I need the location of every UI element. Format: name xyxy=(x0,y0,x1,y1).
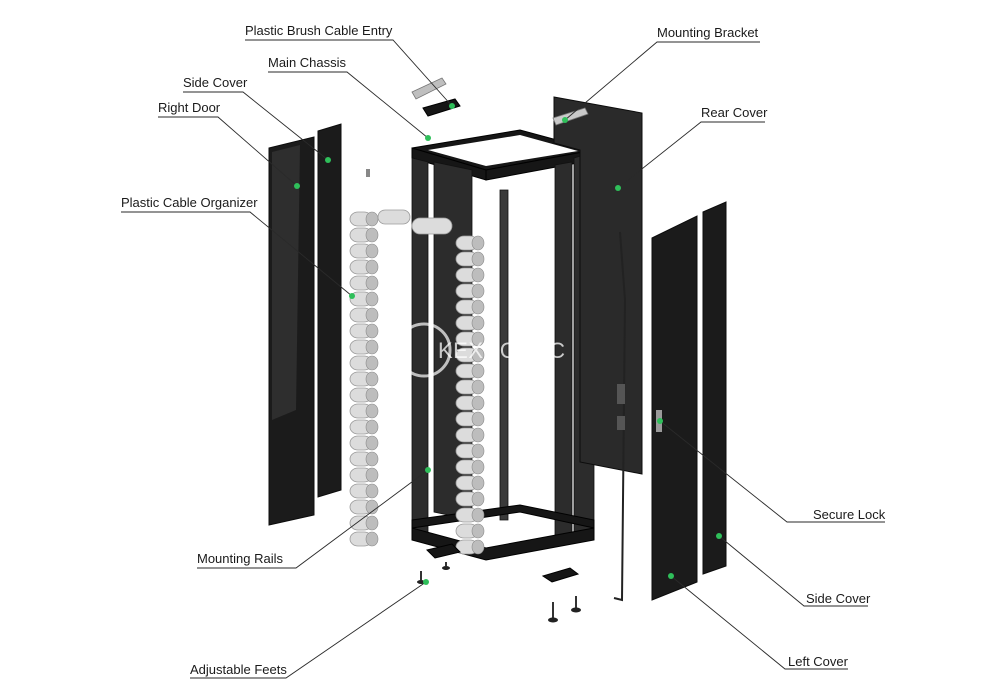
organizer-ring-lip xyxy=(471,539,485,555)
organizer-ring-lip xyxy=(471,395,485,411)
organizer-ring-lip xyxy=(471,411,485,427)
adjustable-feet xyxy=(417,562,581,623)
organizer-ring-lip xyxy=(365,243,379,259)
organizer-ring-lip xyxy=(365,483,379,499)
organizer-ring-lip xyxy=(471,235,485,251)
label-main-chassis: Main Chassis xyxy=(268,55,347,70)
label-plastic-brush-cable-entry: Plastic Brush Cable Entry xyxy=(245,23,393,38)
right-door-panel xyxy=(268,136,315,526)
organizer-ring-lip xyxy=(365,403,379,419)
organizer-ring-lip xyxy=(471,267,485,283)
organizer-ring-lip xyxy=(365,515,379,531)
callout-labels: Plastic Brush Cable Entry Main Chassis S… xyxy=(121,23,886,677)
organizer-ring-lip xyxy=(365,451,379,467)
organizer-ring-lip xyxy=(471,491,485,507)
left-cover-panel xyxy=(651,215,698,601)
label-side-cover-bottom: Side Cover xyxy=(806,591,871,606)
mounting-bracket-part xyxy=(552,107,589,126)
main-chassis-frame xyxy=(366,129,595,561)
organizer-ring-lip xyxy=(471,379,485,395)
organizer-ring-lip xyxy=(365,355,379,371)
organizer-top-clips xyxy=(377,209,453,235)
cable-organizer-left xyxy=(349,211,379,547)
organizer-ring-lip xyxy=(471,427,485,443)
organizer-ring-lip xyxy=(471,315,485,331)
organizer-ring-lip xyxy=(365,435,379,451)
watermark-text: KEXCONEC xyxy=(438,338,565,363)
rear-cover-panel xyxy=(553,96,643,475)
organizer-ring-lip xyxy=(471,363,485,379)
organizer-ring-lip xyxy=(365,387,379,403)
side-cover-right-panel xyxy=(702,201,727,575)
organizer-ring-lip xyxy=(471,331,485,347)
organizer-ring-lip xyxy=(471,299,485,315)
organizer-ring-lip xyxy=(365,531,379,547)
organizer-ring-lip xyxy=(365,467,379,483)
organizer-ring-lip xyxy=(471,283,485,299)
label-plastic-cable-organizer: Plastic Cable Organizer xyxy=(121,195,258,210)
organizer-ring-lip xyxy=(471,507,485,523)
organizer-ring-lip xyxy=(365,291,379,307)
organizer-ring-lip xyxy=(365,339,379,355)
bottom-plates xyxy=(426,543,580,583)
organizer-ring-lip xyxy=(365,307,379,323)
organizer-ring-lip xyxy=(365,419,379,435)
label-side-cover-top: Side Cover xyxy=(183,75,248,90)
label-mounting-rails: Mounting Rails xyxy=(197,551,283,566)
label-left-cover: Left Cover xyxy=(788,654,849,669)
brush-cable-entry-part xyxy=(411,77,461,117)
lock-rod xyxy=(613,231,627,602)
side-cover-left-panel xyxy=(317,123,342,498)
leader-lines xyxy=(121,39,885,679)
organizer-ring-lip xyxy=(365,227,379,243)
label-secure-lock: Secure Lock xyxy=(813,507,886,522)
organizer-ring-lip xyxy=(365,323,379,339)
organizer-ring-lip xyxy=(365,275,379,291)
organizer-ring-lip xyxy=(471,443,485,459)
label-adjustable-feets: Adjustable Feets xyxy=(190,662,287,677)
label-mounting-bracket: Mounting Bracket xyxy=(657,25,759,40)
label-rear-cover: Rear Cover xyxy=(701,105,768,120)
organizer-ring-lip xyxy=(365,211,379,227)
watermark: KEXCONEC xyxy=(396,322,565,378)
label-right-door: Right Door xyxy=(158,100,221,115)
organizer-ring-lip xyxy=(471,475,485,491)
organizer-ring-lip xyxy=(471,251,485,267)
marker-dots xyxy=(294,103,722,585)
organizer-ring-lip xyxy=(471,347,485,363)
organizer-ring-lip xyxy=(365,259,379,275)
organizer-ring-lip xyxy=(471,523,485,539)
organizer-ring-lip xyxy=(365,371,379,387)
cable-organizer-right xyxy=(455,235,485,555)
organizer-ring-lip xyxy=(471,459,485,475)
